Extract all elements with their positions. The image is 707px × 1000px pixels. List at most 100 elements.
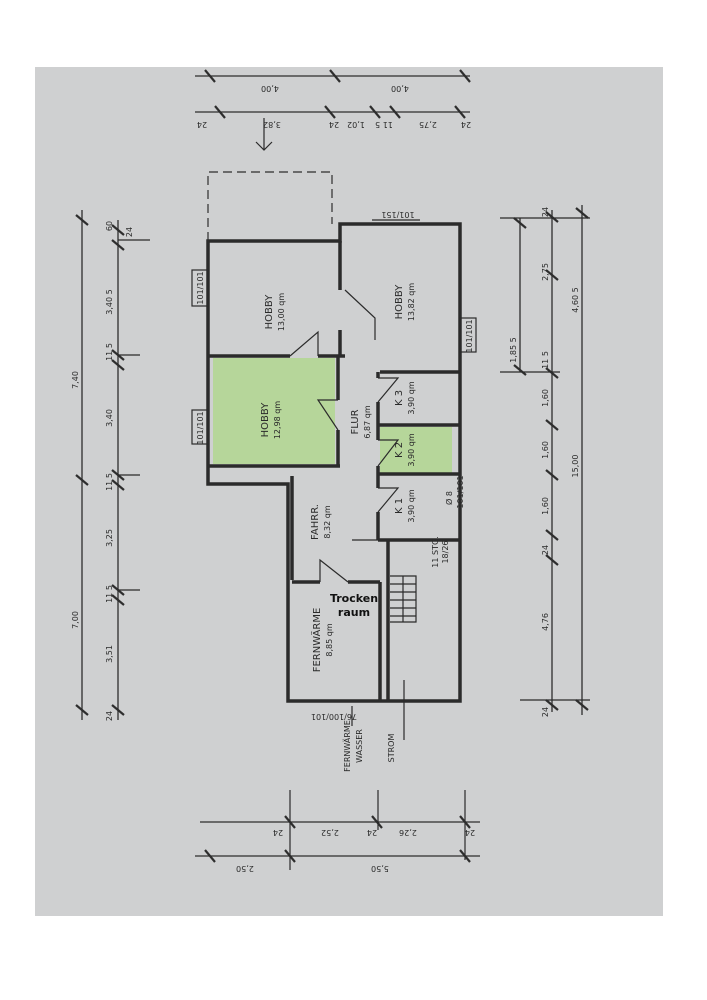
bottom-label-mark: 76/100/101 — [311, 712, 357, 721]
interior-walls — [208, 241, 460, 701]
room-k1: K 1 3,90 qm — [394, 489, 416, 522]
room-fernwaerme: FERNWÄRME 8,85 qm — [310, 608, 334, 673]
svg-text:76/100/101: 76/100/101 — [311, 712, 357, 721]
room-k3-name: K 3 — [394, 390, 405, 406]
room-fahrr: FAHRR. 8,32 qm — [310, 504, 332, 540]
room-hobby-green-name: HOBBY — [260, 402, 271, 438]
fernwaerme-wasser-mark-1: FERNWÄRME — [342, 720, 352, 772]
window-a-mark: 101/101 — [196, 271, 205, 304]
dim-left-s7: 3,25 — [105, 529, 114, 547]
dims-right: 24 2,75 1,85 5 4,60 5 11 5 1,60 1,60 1,6… — [500, 205, 590, 717]
dim-top-d5: 11 5 — [375, 120, 393, 129]
dim-right-r7: 1,60 — [541, 441, 550, 459]
svg-text:STROM: STROM — [387, 734, 396, 763]
room-stairs: 11 STG. 18/26 — [431, 536, 450, 567]
dims-top: 4,00 4,00 24 3,82 24 1,02 11 5 2,75 24 — [195, 69, 471, 151]
dim-bottom-d5: 24 — [465, 828, 475, 837]
room-fernwaerme-area: 8,85 qm — [325, 623, 334, 656]
room-hobby-green-area: 12,98 qm — [273, 401, 282, 440]
dim-left-total-b: 7,00 — [71, 611, 80, 629]
window-b-mark: 101/101 — [196, 411, 205, 444]
dim-top-d2: 3,82 — [263, 120, 281, 129]
window-c-mark: 101/101 — [465, 319, 474, 352]
room-hobby-top: HOBBY 13,00 qm — [264, 293, 286, 332]
room-hobby-green: HOBBY 12,98 qm — [260, 401, 282, 440]
stairs-ratio: 18/26 — [441, 540, 450, 563]
svg-text:Ø 8: Ø 8 — [444, 491, 454, 505]
dim-left-s4: 11 5 — [105, 343, 114, 361]
room-k1-name: K 1 — [394, 498, 405, 514]
top-window-mark: 101/151 — [381, 210, 414, 219]
staircase — [390, 575, 417, 740]
dim-right-r3: 1,85 5 — [509, 337, 518, 362]
dim-top-d7: 24 — [461, 120, 471, 129]
dim-left-s6: 11 5 — [105, 473, 114, 491]
dim-right-r1: 24 — [541, 207, 550, 217]
dim-left-s5: 3,40 — [105, 409, 114, 427]
b8-mark: Ø 8 — [444, 491, 454, 505]
room-k1-area: 3,90 qm — [407, 489, 416, 522]
room-hobby-top-name: HOBBY — [264, 294, 275, 330]
outer-walls — [206, 222, 462, 703]
dim-bottom-d2: 2,52 — [321, 828, 339, 837]
dim-top-total: 4,00 — [261, 84, 279, 93]
svg-text:101/101: 101/101 — [465, 319, 474, 352]
stairs-count: 11 STG. — [431, 536, 440, 567]
trockenraum-label-1: Trocken — [330, 592, 378, 605]
dim-top-first: 4,00 — [391, 84, 409, 93]
dim-right-r10: 4,76 — [541, 613, 550, 631]
room-k2-name: K 2 — [394, 442, 405, 458]
dim-bottom-d3: 24 — [367, 828, 377, 837]
dims-left: 7,40 7,00 60 24 3,40 5 11 5 3,40 11 5 3,… — [71, 210, 150, 721]
dim-right-r4: 4,60 5 — [571, 287, 580, 312]
room-hobby-right-name: HOBBY — [394, 284, 405, 320]
dim-right-r6: 1,60 — [541, 389, 550, 407]
svg-text:101/151: 101/151 — [381, 210, 414, 219]
svg-text:WASSER: WASSER — [355, 729, 364, 763]
strom-mark: STROM — [387, 734, 396, 763]
room-fahrr-area: 8,32 qm — [323, 505, 332, 538]
dim-left-s2: 24 — [125, 227, 134, 237]
room-hobby-right-area: 13,82 qm — [407, 283, 416, 322]
dim-top-d6: 2,75 — [419, 120, 437, 129]
dim-right-r8: 1,60 — [541, 497, 550, 515]
highlight-hobby — [213, 358, 335, 464]
windows — [191, 219, 477, 445]
room-hobby-top-area: 13,00 qm — [277, 293, 286, 332]
plan-paper — [35, 67, 663, 916]
dims-bottom: 24 2,52 24 2,26 24 2,50 5,50 — [195, 790, 480, 873]
svg-text:101/101: 101/101 — [196, 271, 205, 304]
door-swings — [289, 289, 400, 583]
window-d-mark: 101/101 — [456, 475, 465, 508]
room-k3: K 3 3,90 qm — [394, 381, 416, 414]
dim-left-total-a: 7,40 — [71, 371, 80, 389]
dim-bottom-total-a: 2,50 — [236, 864, 254, 873]
dim-left-s10: 24 — [105, 711, 114, 721]
dim-left-s1: 60 — [105, 221, 114, 231]
room-fahrr-name: FAHRR. — [310, 504, 321, 540]
room-k2: K 2 3,90 qm — [394, 433, 416, 466]
dim-right-r11: 24 — [541, 707, 550, 717]
trockenraum-label-2: raum — [338, 606, 370, 619]
highlight-k2 — [380, 427, 452, 474]
dim-left-s3: 3,40 5 — [105, 289, 114, 314]
dim-right-total: 15,00 — [571, 455, 580, 478]
room-k3-area: 3,90 qm — [407, 381, 416, 414]
svg-text:101/101: 101/101 — [456, 475, 465, 508]
dim-bottom-d1: 24 — [273, 828, 283, 837]
room-fernwaerme-name: FERNWÄRME — [310, 608, 323, 673]
dim-right-r9: 24 — [541, 545, 550, 555]
dim-right-r2: 2,75 — [541, 263, 550, 281]
room-hobby-right: HOBBY 13,82 qm — [394, 283, 416, 322]
dim-bottom-d4: 2,26 — [399, 828, 417, 837]
dim-right-r5: 11 5 — [541, 351, 550, 369]
dim-top-d1: 24 — [197, 120, 207, 129]
dim-top-d3: 24 — [329, 120, 339, 129]
room-flur: FLUR 6,87 qm — [350, 405, 372, 438]
room-k2-area: 3,90 qm — [407, 433, 416, 466]
light-well — [207, 171, 333, 241]
svg-text:101/101: 101/101 — [196, 411, 205, 444]
svg-text:FERNWÄRME: FERNWÄRME — [342, 720, 352, 772]
dim-bottom-total-b: 5,50 — [371, 864, 389, 873]
